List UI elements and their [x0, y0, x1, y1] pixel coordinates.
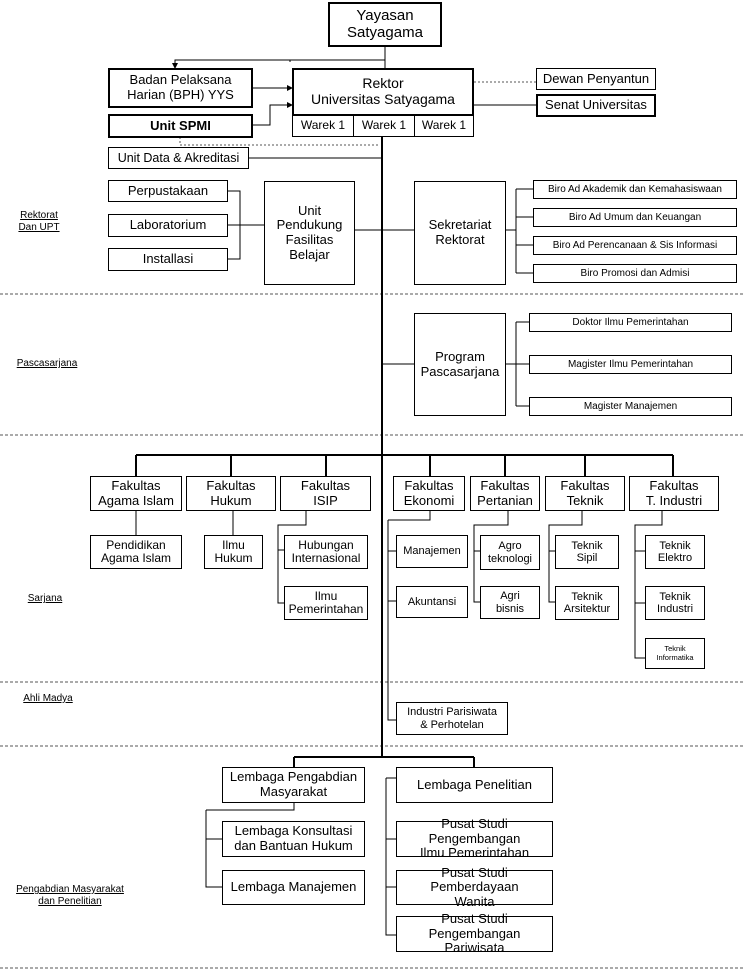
- biro-box-4: Biro Promosi dan Admisi: [533, 264, 737, 283]
- spmi-dotted-connector: [179, 137, 380, 146]
- spmi-to-rektor-connector: [252, 102, 293, 126]
- warek-box-2: Warek 1: [353, 115, 415, 137]
- pasca-prodi-box-2: Magister Ilmu Pemerintahan: [529, 355, 732, 374]
- section-label-ahli-madya: Ahli Madya: [23, 693, 73, 704]
- warek-box-3: Warek 1: [414, 115, 474, 137]
- lembaga-konsultasi-box: Lembaga Konsultasi dan Bantuan Hukum: [222, 821, 365, 857]
- lembaga-manajemen-box: Lembaga Manajemen: [222, 870, 365, 905]
- prodi-box-agro-teknologi: Agro teknologi: [480, 535, 540, 570]
- section-label-pascasarjana: Pascasarjana: [16, 358, 78, 369]
- prodi-box-teknik-industri: Teknik Industri: [645, 586, 705, 620]
- dewan-box: Dewan Penyantun: [536, 68, 656, 90]
- tindustri-children-bracket: [634, 510, 663, 659]
- lembaga-drops: [293, 757, 475, 767]
- yayasan-box: Yayasan Satyagama: [328, 2, 442, 47]
- pasca-prodi-box-3: Magister Manajemen: [529, 397, 732, 416]
- pusat-studi-box-3: Pusat Studi Pengembangan Pariwisata: [396, 911, 553, 955]
- section-label-pengabdian: Pengabdian Masyarakat dan Penelitian: [16, 884, 124, 907]
- yayasan-to-bph-connector: [172, 47, 386, 69]
- installasi-box: Installasi: [108, 248, 228, 271]
- bph-box: Badan Pelaksana Harian (BPH) YYS: [108, 68, 253, 108]
- unit-data-box: Unit Data & Akreditasi: [108, 147, 249, 169]
- biro-box-2: Biro Ad Umum dan Keuangan: [533, 208, 737, 227]
- prodi-box-teknik-arsitektur: Teknik Arsitektur: [555, 586, 619, 620]
- ekonomi-branches: [388, 550, 396, 602]
- prodi-box-ilmu-pemerintahan: Ilmu Pemerintahan: [284, 586, 368, 620]
- pertanian-children-bracket: [473, 510, 509, 603]
- faculty-box-teknik: Fakultas Teknik: [545, 476, 625, 511]
- faculty-box-ekonomi: Fakultas Ekonomi: [393, 476, 465, 511]
- spmi-box: Unit SPMI: [108, 114, 253, 138]
- pasca-prodi-box-1: Doktor Ilmu Pemerintahan: [529, 313, 732, 332]
- lppm-children-bracket: [205, 803, 295, 888]
- prodi-box-akuntansi: Akuntansi: [396, 586, 468, 618]
- prodi-box-agri-bisnis: Agri bisnis: [480, 586, 540, 619]
- ekonomi-child-connector: [388, 510, 431, 521]
- faculty-box-pertanian: Fakultas Pertanian: [470, 476, 540, 511]
- section-label-sarjana: Sarjana: [27, 593, 63, 604]
- pasca-branches: [516, 321, 529, 407]
- teknik-children-bracket: [548, 510, 583, 603]
- lppm-box: Lembaga Pengabdian Masyarakat: [222, 767, 365, 803]
- unit-pendukung-box: Unit Pendukung Fasilitas Belajar: [264, 181, 355, 285]
- senat-box: Senat Universitas: [536, 94, 656, 117]
- isip-children-bracket: [277, 510, 307, 604]
- prodi-box-hubungan-internasional: Hubungan Internasional: [284, 535, 368, 569]
- prodi-box-teknik-sipil: Teknik Sipil: [555, 535, 619, 569]
- program-pascasarjana-box: Program Pascasarjana: [414, 313, 506, 416]
- ekonomi-to-industri: [387, 520, 396, 721]
- faculty-box-hukum: Fakultas Hukum: [186, 476, 276, 511]
- perpustakaan-box: Perpustakaan: [108, 180, 228, 202]
- faculty-box-agama-islam: Fakultas Agama Islam: [90, 476, 182, 511]
- faculty-box-t-industri: Fakultas T. Industri: [629, 476, 719, 511]
- warek-box-1: Warek 1: [292, 115, 354, 137]
- sekretariat-box: Sekretariat Rektorat: [414, 181, 506, 285]
- faculty-drops: [135, 455, 674, 476]
- prodi-box-pendidikan-agama-islam: Pendidikan Agama Islam: [90, 535, 182, 569]
- rektor-box: Rektor Universitas Satyagama: [292, 68, 474, 116]
- penelitian-children-bracket: [385, 777, 396, 936]
- faculty-box-isip: Fakultas ISIP: [280, 476, 371, 511]
- prodi-box-teknik-elektro: Teknik Elektro: [645, 535, 705, 569]
- biro-box-3: Biro Ad Perencanaan & Sis Informasi: [533, 236, 737, 255]
- laboratorium-box: Laboratorium: [108, 214, 228, 237]
- lembaga-penelitian-box: Lembaga Penelitian: [396, 767, 553, 803]
- prodi-box-teknik-informatika: Teknik Informatika: [645, 638, 705, 669]
- biro-box-1: Biro Ad Akademik dan Kemahasiswaan: [533, 180, 737, 199]
- prodi-box-ilmu-hukum: Ilmu Hukum: [204, 535, 263, 569]
- pusat-studi-box-1: Pusat Studi Pengembangan Ilmu Pemerintah…: [396, 816, 553, 860]
- biro-branches: [516, 188, 533, 274]
- industri-parisiwata-box: Industri Parisiwata & Perhotelan: [396, 702, 508, 735]
- section-label-rektorat: Rektorat Dan UPT: [18, 210, 60, 233]
- pusat-studi-box-2: Pusat Studi Pemberdayaan Wanita: [396, 865, 553, 909]
- prodi-box-manajemen: Manajemen: [396, 535, 468, 568]
